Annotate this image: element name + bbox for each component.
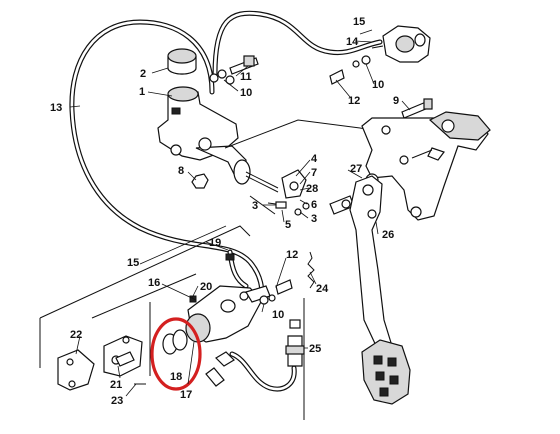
banjo-bolts-upper	[209, 55, 259, 85]
callout-23: 23	[111, 395, 123, 407]
pushrod-linkage	[267, 169, 310, 216]
callout-12a: 12	[348, 95, 360, 107]
brake-pedal	[349, 175, 411, 405]
callout-4: 4	[311, 153, 318, 165]
callout-15b: 15	[127, 257, 139, 269]
callout-14: 14	[346, 36, 359, 48]
brake-hose-13	[69, 19, 265, 299]
callout-5: 5	[285, 219, 291, 231]
callout-10c: 10	[272, 309, 284, 321]
callout-10a: 10	[240, 87, 252, 99]
callout-20: 20	[200, 281, 212, 293]
bolt-8	[191, 173, 209, 189]
slave-cylinder	[185, 285, 276, 343]
pedal-bracket	[361, 111, 491, 221]
callout-21: 21	[110, 379, 122, 391]
callout-24: 24	[316, 283, 329, 295]
callout-9: 9	[393, 95, 399, 107]
brake-hose-14	[212, 10, 383, 77]
callout-17: 17	[180, 389, 192, 401]
callout-11: 11	[240, 71, 252, 83]
callout-25: 25	[309, 343, 321, 355]
callout-27: 27	[350, 163, 362, 175]
callout-2: 2	[140, 68, 146, 80]
callout-13: 13	[50, 102, 62, 114]
hose-19	[225, 249, 249, 289]
callout-3a: 3	[252, 200, 258, 212]
callout-19: 19	[209, 237, 221, 249]
callout-8: 8	[178, 165, 184, 177]
callout-7: 7	[311, 167, 317, 179]
brake-line-25	[205, 298, 305, 420]
callout-15a: 15	[353, 16, 365, 28]
highlight-circle	[150, 317, 202, 391]
callout-6: 6	[311, 199, 317, 211]
fitting-12-lower	[275, 251, 315, 295]
callout-1: 1	[139, 86, 145, 98]
callout-22: 22	[70, 329, 82, 341]
callout-16: 16	[148, 277, 160, 289]
callout-26: 26	[382, 229, 394, 241]
callout-28: 28	[306, 183, 318, 195]
leader-lines	[69, 29, 411, 397]
callout-10b: 10	[372, 79, 384, 91]
mount-bracket	[57, 335, 143, 391]
callout-12b: 12	[286, 249, 298, 261]
callout-18: 18	[170, 371, 182, 383]
reservoir-cap	[167, 48, 197, 75]
o-rings	[162, 329, 188, 355]
bolt-9	[401, 98, 433, 119]
brake-caliper-upper	[329, 25, 431, 85]
callout-3b: 3	[311, 213, 317, 225]
master-cylinder	[157, 86, 279, 193]
callout-labels: 1 2 3 3 4 5 6 7 8 9 10 10 10 11 12 12 13…	[50, 16, 399, 407]
